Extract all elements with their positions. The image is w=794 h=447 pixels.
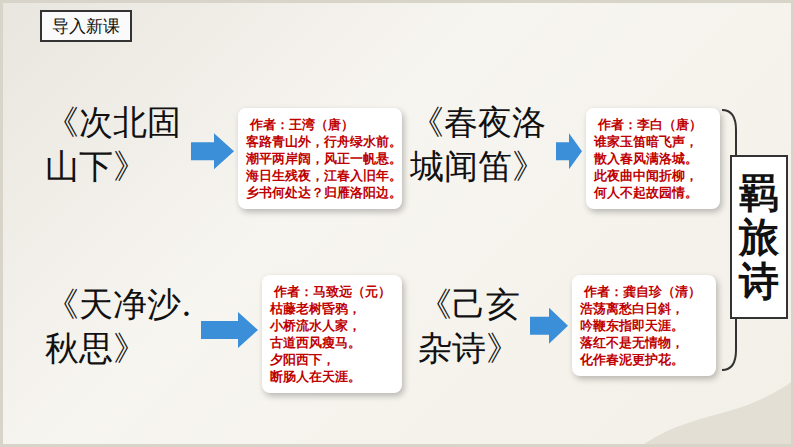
section-tag: 导入新课 [40,10,132,42]
block-arrow [191,133,234,169]
poem-line: 乡书何处达？归雁洛阳边。 [246,184,394,201]
poem-line: 散入春风满洛城。 [594,150,712,167]
author-line: 作者：王湾（唐） [246,116,394,133]
label-text: 《次北固山下》 [45,100,187,188]
category-box: 羁旅诗 [730,155,788,319]
block-arrow [406,133,407,169]
poem-box: 作者：马致远（元）枯藤老树昏鸦，小桥流水人家，古道西风瘦马。夕阳西下，断肠人在天… [262,275,402,393]
poem-line: 此夜曲中闻折柳， [594,167,712,184]
author-line: 作者：李白（唐） [594,116,712,133]
poem-box: 作者：龚自珍（清）浩荡离愁白日斜，吟鞭东指即天涯。落红不是无情物，化作春泥更护花… [572,275,716,376]
label-text: 《天净沙.秋思》 [45,282,197,370]
poem-line: 客路青山外，行舟绿水前。 [246,133,394,150]
poem-title: 《次北固山下》 [45,100,187,188]
poem-title: 《春夜洛城闻笛》 [410,100,552,188]
label-text: 《春夜洛城闻笛》 [410,100,552,188]
poem-box: 作者：李白（唐）谁家玉笛暗飞声，散入春风满洛城。此夜曲中闻折柳，何人不起故园情。 [586,108,720,209]
poem-line: 吟鞭东指即天涯。 [580,317,708,334]
poem-line: 夕阳西下， [270,351,394,368]
poem-line: 落红不是无情物， [580,334,708,351]
block-arrow [201,312,258,348]
poem-line: 潮平两岸阔，风正一帆悬。 [246,150,394,167]
label-text: 羁旅诗 [739,171,779,303]
poem-title: 《天净沙.秋思》 [45,282,197,370]
poem-box: 作者：王湾（唐）客路青山外，行舟绿水前。潮平两岸阔，风正一帆悬。海日生残夜，江春… [238,108,402,209]
block-arrow [556,133,582,169]
author-line: 作者：马致远（元） [270,283,394,300]
label-text: 导入新课 [52,15,120,37]
poem-line: 小桥流水人家， [270,317,394,334]
poem-title: 《己亥杂诗》 [418,282,526,370]
block-arrow [530,308,568,344]
poem-line: 谁家玉笛暗飞声， [594,133,712,150]
poem-line: 古道西风瘦马。 [270,334,394,351]
poem-line: 海日生残夜，江春入旧年。 [246,167,394,184]
brush-decoration [640,380,794,447]
poem-line: 何人不起故园情。 [594,184,712,201]
author-line: 作者：龚自珍（清） [580,283,708,300]
poem-line: 化作春泥更护花。 [580,351,708,368]
label-text: 《己亥杂诗》 [418,282,526,370]
poem-line: 断肠人在天涯。 [270,368,394,385]
poem-line: 浩荡离愁白日斜， [580,300,708,317]
poem-line: 枯藤老树昏鸦， [270,300,394,317]
